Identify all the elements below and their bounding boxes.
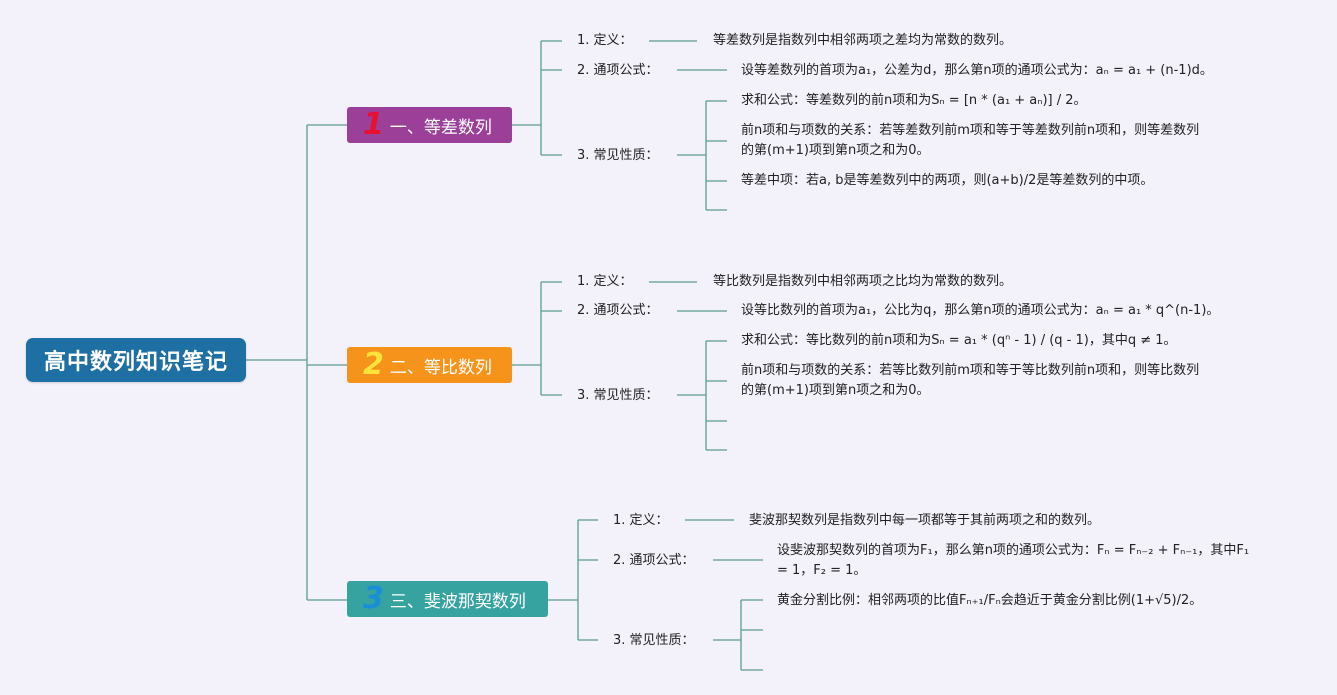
property-sum-relation-line2: 的第(m+1)项到第n项之和为0。: [741, 383, 930, 398]
branch-node-arithmetic[interactable]: 1 一、等差数列: [347, 107, 512, 143]
property-sum-relation-line1: 前n项和与项数的关系：若等差数列前m项和等于等差数列前n项和，则等差数列: [741, 123, 1200, 138]
branch-title: 一、等差数列: [389, 117, 492, 138]
formula-text-line1: 设斐波那契数列的首项为F₁，那么第n项的通项公式为：Fₙ = Fₙ₋₂ + Fₙ…: [777, 543, 1250, 558]
formula-label[interactable]: 2. 通项公式：: [613, 553, 695, 568]
formula-label[interactable]: 2. 通项公式：: [577, 303, 659, 318]
formula-text[interactable]: 设等比数列的首项为a₁，公比为q，那么第n项的通项公式为：aₙ = a₁ * q…: [741, 303, 1220, 318]
root-title: 高中数列知识笔记: [43, 350, 228, 375]
root-node[interactable]: 高中数列知识笔记: [26, 338, 246, 382]
definition-label[interactable]: 1. 定义：: [577, 274, 633, 289]
properties-label[interactable]: 3. 常见性质：: [613, 633, 695, 648]
property-sum-relation-line2: 的第(m+1)项到第n项之和为0。: [741, 143, 930, 158]
branch-node-fibonacci[interactable]: 3 三、斐波那契数列: [347, 581, 548, 617]
formula-text-line2: = 1，F₂ = 1。: [777, 563, 867, 578]
property-sum-formula[interactable]: 求和公式：等比数列的前n项和为Sₙ = a₁ * (qⁿ - 1) / (q -…: [741, 333, 1177, 348]
property-sum-formula[interactable]: 求和公式：等差数列的前n项和为Sₙ = [n * (a₁ + aₙ)] / 2。: [741, 93, 1087, 108]
definition-label[interactable]: 1. 定义：: [577, 33, 633, 48]
formula-label[interactable]: 2. 通项公式：: [577, 63, 659, 78]
property-middle-term[interactable]: 等差中项：若a, b是等差数列中的两项，则(a+b)/2是等差数列的中项。: [741, 173, 1154, 188]
property-sum-relation[interactable]: 前n项和与项数的关系：若等差数列前m项和等于等差数列前n项和，则等差数列 的第(…: [741, 121, 1199, 161]
property-sum-relation-line1: 前n项和与项数的关系：若等比数列前m项和等于等比数列前n项和，则等比数列: [741, 363, 1200, 378]
properties-label[interactable]: 3. 常见性质：: [577, 148, 659, 163]
branch-number-3: 3: [363, 581, 384, 616]
definition-text[interactable]: 斐波那契数列是指数列中每一项都等于其前两项之和的数列。: [749, 513, 1101, 528]
definition-text[interactable]: 等差数列是指数列中相邻两项之差均为常数的数列。: [713, 33, 1013, 48]
property-sum-relation[interactable]: 前n项和与项数的关系：若等比数列前m项和等于等比数列前n项和，则等比数列 的第(…: [741, 361, 1199, 401]
definition-text[interactable]: 等比数列是指数列中相邻两项之比均为常数的数列。: [713, 274, 1013, 289]
branch-title: 三、斐波那契数列: [389, 591, 526, 612]
branch-number-2: 2: [363, 347, 384, 382]
property-golden-ratio[interactable]: 黄金分割比例：相邻两项的比值Fₙ₊₁/Fₙ会趋近于黄金分割比例(1+√5)/2。: [777, 593, 1203, 608]
formula-text[interactable]: 设等差数列的首项为a₁，公差为d，那么第n项的通项公式为：aₙ = a₁ + (…: [741, 63, 1213, 78]
branch-node-geometric[interactable]: 2 二、等比数列: [347, 347, 512, 383]
formula-text[interactable]: 设斐波那契数列的首项为F₁，那么第n项的通项公式为：Fₙ = Fₙ₋₂ + Fₙ…: [777, 541, 1249, 581]
properties-label[interactable]: 3. 常见性质：: [577, 388, 659, 403]
branch-number-1: 1: [363, 107, 384, 142]
branch-title: 二、等比数列: [389, 357, 492, 378]
definition-label[interactable]: 1. 定义：: [613, 513, 669, 528]
